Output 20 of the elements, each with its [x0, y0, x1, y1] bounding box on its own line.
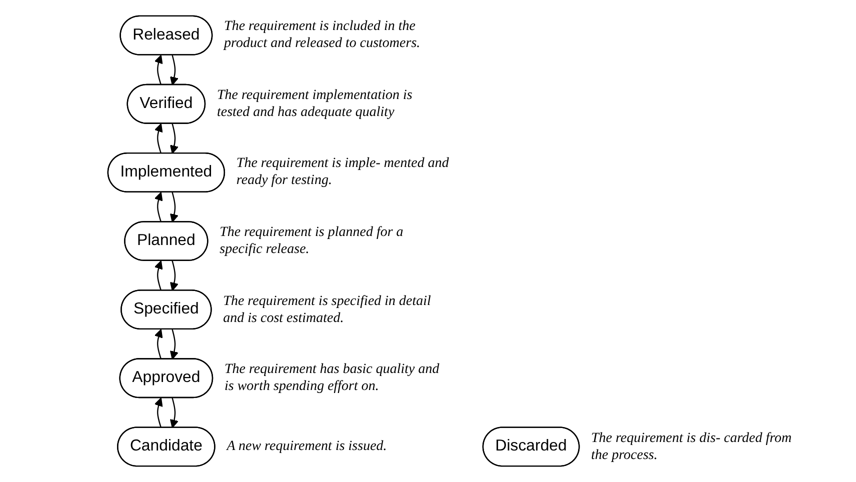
state-description: The requirement has basic quality and is worth spending effort on.: [224, 361, 440, 396]
state-description: The requirement is imple- mented and ready for testing.: [236, 155, 450, 190]
arrow: [170, 260, 178, 292]
state-description: The requirement is specified in detail and is cost estimated.: [223, 292, 432, 327]
arrow: [154, 329, 163, 360]
state-description: The requirement is dis- carded from the process.: [591, 430, 793, 464]
arrow: [170, 124, 178, 154]
state-description: The requirement implementation is tested and has adequate quality: [216, 86, 414, 121]
arrow: [170, 55, 178, 86]
state-description: A new requirement is issued.: [226, 438, 387, 456]
arrow: [170, 398, 178, 428]
arrow: [154, 398, 163, 428]
state-description: The requirement is included in the product and released to customers.: [224, 18, 422, 52]
arrow: [170, 192, 178, 223]
arrow: [154, 123, 163, 154]
state-description: The requirement is planned for a specific release.: [220, 224, 404, 258]
arrow: [154, 192, 163, 222]
arrow: [170, 329, 178, 360]
arrow: [154, 54, 163, 86]
arrow: [154, 260, 163, 291]
